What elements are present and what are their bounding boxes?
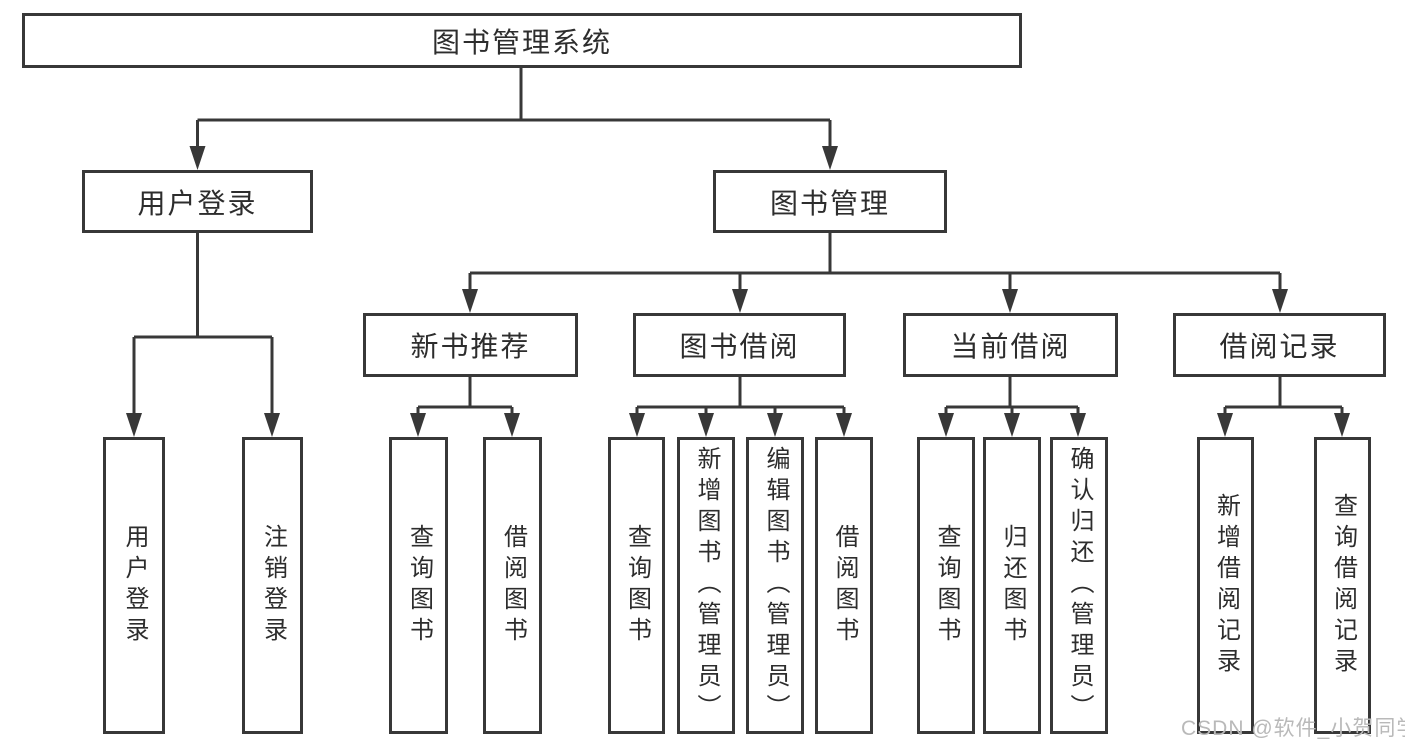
leaf-logout-login: 注销登录: [242, 437, 303, 734]
leaf-edit-books-admin: 编辑图书（管理员）: [746, 437, 804, 734]
node-book-management: 图书管理: [713, 170, 947, 233]
node-book-borrowing: 图书借阅: [633, 313, 846, 377]
node-library-system: 图书管理系统: [22, 13, 1022, 68]
current-borrowing-connector: [938, 377, 1086, 437]
book-borrowing-connector: [629, 377, 852, 437]
borrowing-records-connector: [1217, 377, 1350, 437]
leaf-return-books: 归还图书: [983, 437, 1041, 734]
node-borrowing-records: 借阅记录: [1173, 313, 1386, 377]
new-book-recommendation-connector: [410, 377, 520, 437]
leaf-query-books-current: 查询图书: [917, 437, 975, 734]
node-current-borrowing: 当前借阅: [903, 313, 1118, 377]
watermark-text: CSDN @软件_小贺同学: [1181, 717, 1405, 740]
leaf-borrow-books-borrowing: 借阅图书: [815, 437, 873, 734]
leaf-confirm-return-admin: 确认归还（管理员）: [1050, 437, 1108, 734]
leaf-user-login: 用户登录: [103, 437, 165, 734]
book-management-branch-connector: [462, 233, 1288, 313]
user-login-branch-connector: [126, 233, 280, 437]
node-new-book-recommendation: 新书推荐: [363, 313, 578, 377]
leaf-query-books-recommend: 查询图书: [389, 437, 448, 734]
leaf-query-borrow-record: 查询借阅记录: [1314, 437, 1371, 734]
leaf-add-books-admin: 新增图书（管理员）: [677, 437, 735, 734]
root-branch-connector: [189, 67, 838, 170]
leaf-borrow-books-recommend: 借阅图书: [483, 437, 542, 734]
node-user-login: 用户登录: [82, 170, 313, 233]
leaf-add-borrow-record: 新增借阅记录: [1197, 437, 1254, 734]
leaf-query-books-borrowing: 查询图书: [608, 437, 665, 734]
